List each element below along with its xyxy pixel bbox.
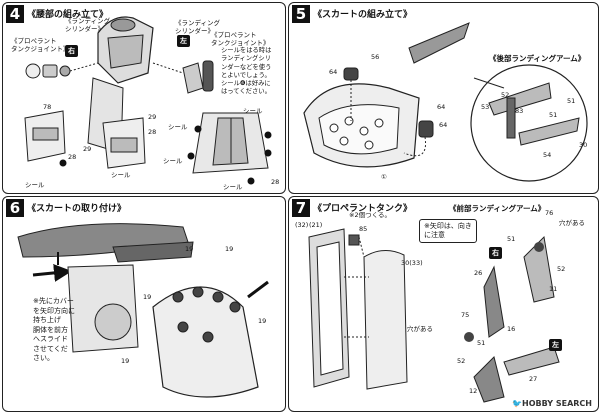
seal-label: シール xyxy=(243,107,263,115)
part-number: 29 xyxy=(148,113,157,121)
part-number: 64 xyxy=(439,121,448,129)
part-number: 52 xyxy=(557,265,566,273)
part-number: 19 xyxy=(225,245,234,253)
watermark: 🐦HOBBY SEARCH xyxy=(512,399,592,408)
part-number: 30 xyxy=(579,141,588,149)
step-title: 《プロペラントタンク》 xyxy=(313,204,413,214)
part-number: 51 xyxy=(477,339,486,347)
front-landing-arm-title: 《前部ランディングアーム》 xyxy=(449,204,546,213)
part-number: (21) xyxy=(309,221,323,229)
step-5-panel: 5 《スカートの組み立て》 《後部ランディングアーム》 64 56 64 53 … xyxy=(288,2,599,194)
part-number: 52 xyxy=(501,91,510,99)
part-number: 28 xyxy=(68,153,77,161)
part-number: 75 xyxy=(461,311,470,319)
skirt-assembly-illustration xyxy=(303,22,588,182)
right-badge: 右 xyxy=(489,247,502,259)
step-number: 7 xyxy=(292,199,310,217)
part-number: 51 xyxy=(567,97,576,105)
part-number: 12 xyxy=(469,387,478,395)
part-number: 64 xyxy=(329,68,338,76)
seal-note: シールをはる時は ランディングシリ ンダーなどを使う とよいでしょう。 シール❻… xyxy=(221,47,272,96)
step-4-panel: 4 《腰部の組み立て》 《ランディング シリンダー》 《プロペ xyxy=(2,2,286,194)
part-number: 53 xyxy=(481,103,490,111)
part-number: 26 xyxy=(474,269,483,277)
part-number: 28 xyxy=(148,128,157,136)
seal-label: シール xyxy=(111,171,131,179)
step-title: 《スカートの組み立て》 xyxy=(313,10,413,20)
landing-cylinder-label-left: 《ランディング シリンダー》 xyxy=(65,17,111,33)
waist-assembly-illustration xyxy=(24,16,272,185)
part-number: 64 xyxy=(437,103,446,111)
part-number: 85 xyxy=(359,225,368,233)
seal-label: シール xyxy=(25,181,45,189)
part-number: 54 xyxy=(543,151,552,159)
landing-cylinder-label-right: 《ランディング シリンダー》 xyxy=(175,19,221,35)
step-title: 《スカートの取り付け》 xyxy=(27,204,127,214)
right-badge: 右 xyxy=(65,45,78,57)
left-badge: 左 xyxy=(177,35,190,47)
step-number: 6 xyxy=(6,199,24,217)
part-number: 78 xyxy=(43,103,52,111)
part-number: 56 xyxy=(371,53,380,61)
part-number: 19 xyxy=(143,293,152,301)
propellant-joint-label-left: 《プロペラント タンクジョイント》 xyxy=(11,37,70,53)
part-number: 51 xyxy=(549,111,558,119)
hole-label: 穴がある xyxy=(407,325,433,333)
part-number: 52 xyxy=(457,357,466,365)
seal-label: シール xyxy=(163,157,183,165)
step-number: 5 xyxy=(292,5,310,23)
part-number: 29 xyxy=(83,145,92,153)
skirt-attachment-illustration xyxy=(17,223,269,398)
part-number: (32) xyxy=(295,221,309,229)
part-number: 19 xyxy=(185,245,194,253)
part-number: 76 xyxy=(545,209,554,217)
seal-label: シール xyxy=(223,183,243,191)
step-title: 《腰部の組み立て》 xyxy=(27,10,109,20)
left-badge: 左 xyxy=(549,339,562,351)
hole-label: 穴がある xyxy=(559,219,585,227)
step-number: 4 xyxy=(6,5,24,23)
part-number: 16 xyxy=(507,325,516,333)
make-two-note: ※2個つくる。 xyxy=(349,211,391,219)
part-number: 19 xyxy=(121,357,130,365)
part-number: ① xyxy=(381,173,387,181)
propellant-tank-illustration xyxy=(308,228,560,403)
slide-instruction-note: ※先にカバー を矢印方向に 持ち上げ 胴体を前方 へスライド させてくだ さい。 xyxy=(33,297,75,362)
step-7-panel: 7 《プロペラントタンク》 ※2個つくる。 《前部ランディングアーム》 ※矢印は… xyxy=(288,196,599,412)
part-number: 51 xyxy=(507,235,516,243)
propellant-joint-label-right: 《プロペラント タンクジョイント》 xyxy=(211,31,270,47)
part-number: 28 xyxy=(271,178,280,186)
seal-label: シール xyxy=(168,123,188,131)
step-6-panel: 6 《スカートの取り付け》 ※先にカバー を矢印方向に 持ち上げ 胴体を前方 へ… xyxy=(2,196,286,412)
part-number: 11 xyxy=(549,285,558,293)
part-number: 27 xyxy=(529,375,538,383)
direction-caution-box: ※矢印は、向き に注意 xyxy=(419,219,477,243)
part-number: 83 xyxy=(515,107,524,115)
rear-landing-arm-title: 《後部ランディングアーム》 xyxy=(489,54,586,63)
part-number: 30(33) xyxy=(401,259,423,267)
part-number: 19 xyxy=(258,317,267,325)
